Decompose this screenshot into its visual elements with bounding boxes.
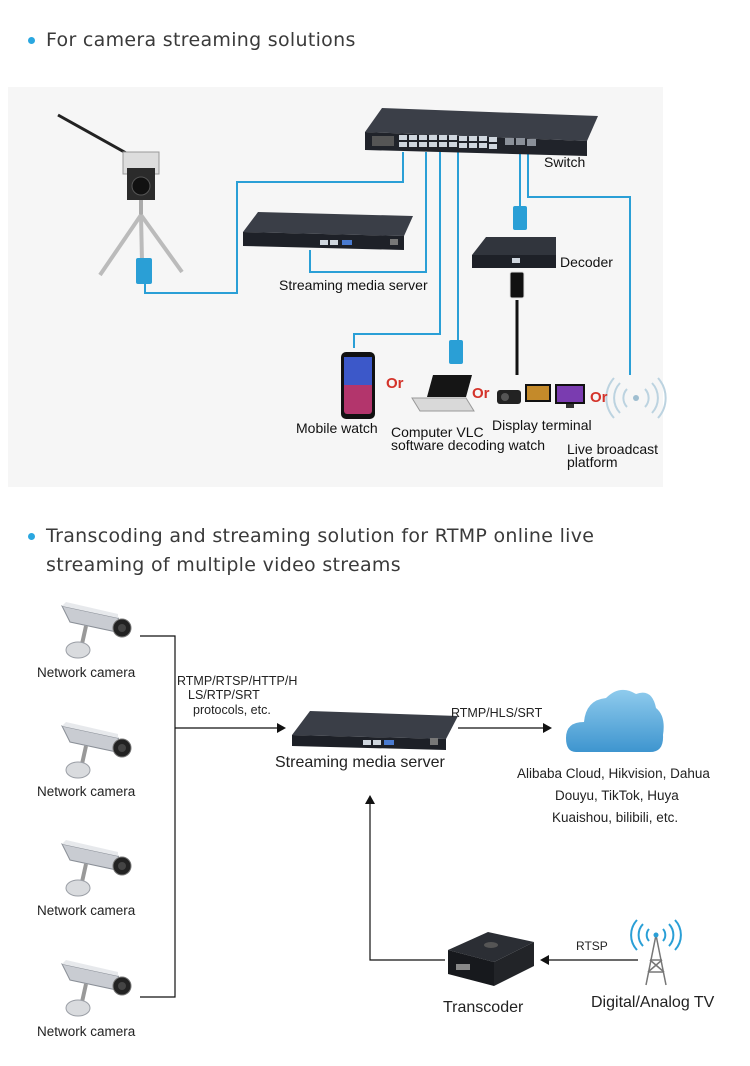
input-protocols-line1: RTMP/RTSP/HTTP/H [177,674,298,688]
camera-label-1: Network camera [37,665,136,680]
input-protocols-line3: protocols, etc. [193,703,271,717]
output-protocols: RTMP/HLS/SRT [451,706,543,720]
switch-device [365,108,598,156]
cable-server [309,152,427,273]
display-label: Display terminal [492,417,592,433]
network-camera-icon-4 [60,958,133,1018]
transcoder-label: Transcoder [443,999,524,1016]
camera-label-4: Network camera [37,1024,136,1039]
input-protocols-line2: LS/RTP/SRT [188,688,260,702]
live-label-line2: platform [567,454,618,470]
switch-label: Switch [544,154,586,170]
transcoder-device [448,932,534,986]
display-terminal-device [497,384,585,408]
platforms-line1: Alibaba Cloud, Hikvision, Dahua [517,766,710,781]
cable-mobile [353,152,441,348]
cloud-icon [566,689,664,752]
laptop-device [411,375,475,412]
server-device-1 [243,212,413,250]
platforms-line2: Douyu, TikTok, Huya [555,788,679,803]
bullet-dot [28,533,35,540]
cable-camera [144,152,404,294]
or-label-1: Or [386,375,404,392]
network-camera-icon-1 [60,600,133,660]
server-label-1: Streaming media server [279,277,428,293]
bullet-dot [28,37,35,44]
live-label-line1: Live broadcast [567,441,659,457]
decoder-device [472,206,556,299]
wifi-camera-device [57,113,184,284]
broadcast-signal-icon [605,377,667,419]
or-label-3: Or [590,389,608,406]
decoder-label: Decoder [560,254,613,270]
section-2-title: Transcoding and streaming solution for R… [28,522,594,580]
server-label-2: Streaming media server [275,754,445,771]
tv-tower-icon [630,919,682,986]
camera-label-3: Network camera [37,903,136,918]
cable-live [527,152,631,375]
network-camera-icon-2 [60,720,133,780]
mobile-phone-device [341,340,463,419]
rtsp-label: RTSP [576,939,608,953]
platforms-line3: Kuaishou, bilibili, etc. [552,810,679,825]
network-camera-icon-3 [60,838,133,898]
or-label-2: Or [472,385,490,402]
tv-label: Digital/Analog TV [591,994,715,1011]
server-device-2 [292,711,458,750]
computer-label-line2: software decoding watch [391,437,546,453]
mobile-label: Mobile watch [296,420,378,436]
computer-label-line1: Computer VLC [391,424,484,440]
camera-label-2: Network camera [37,784,136,799]
section-1-title: For camera streaming solutions [28,26,356,55]
